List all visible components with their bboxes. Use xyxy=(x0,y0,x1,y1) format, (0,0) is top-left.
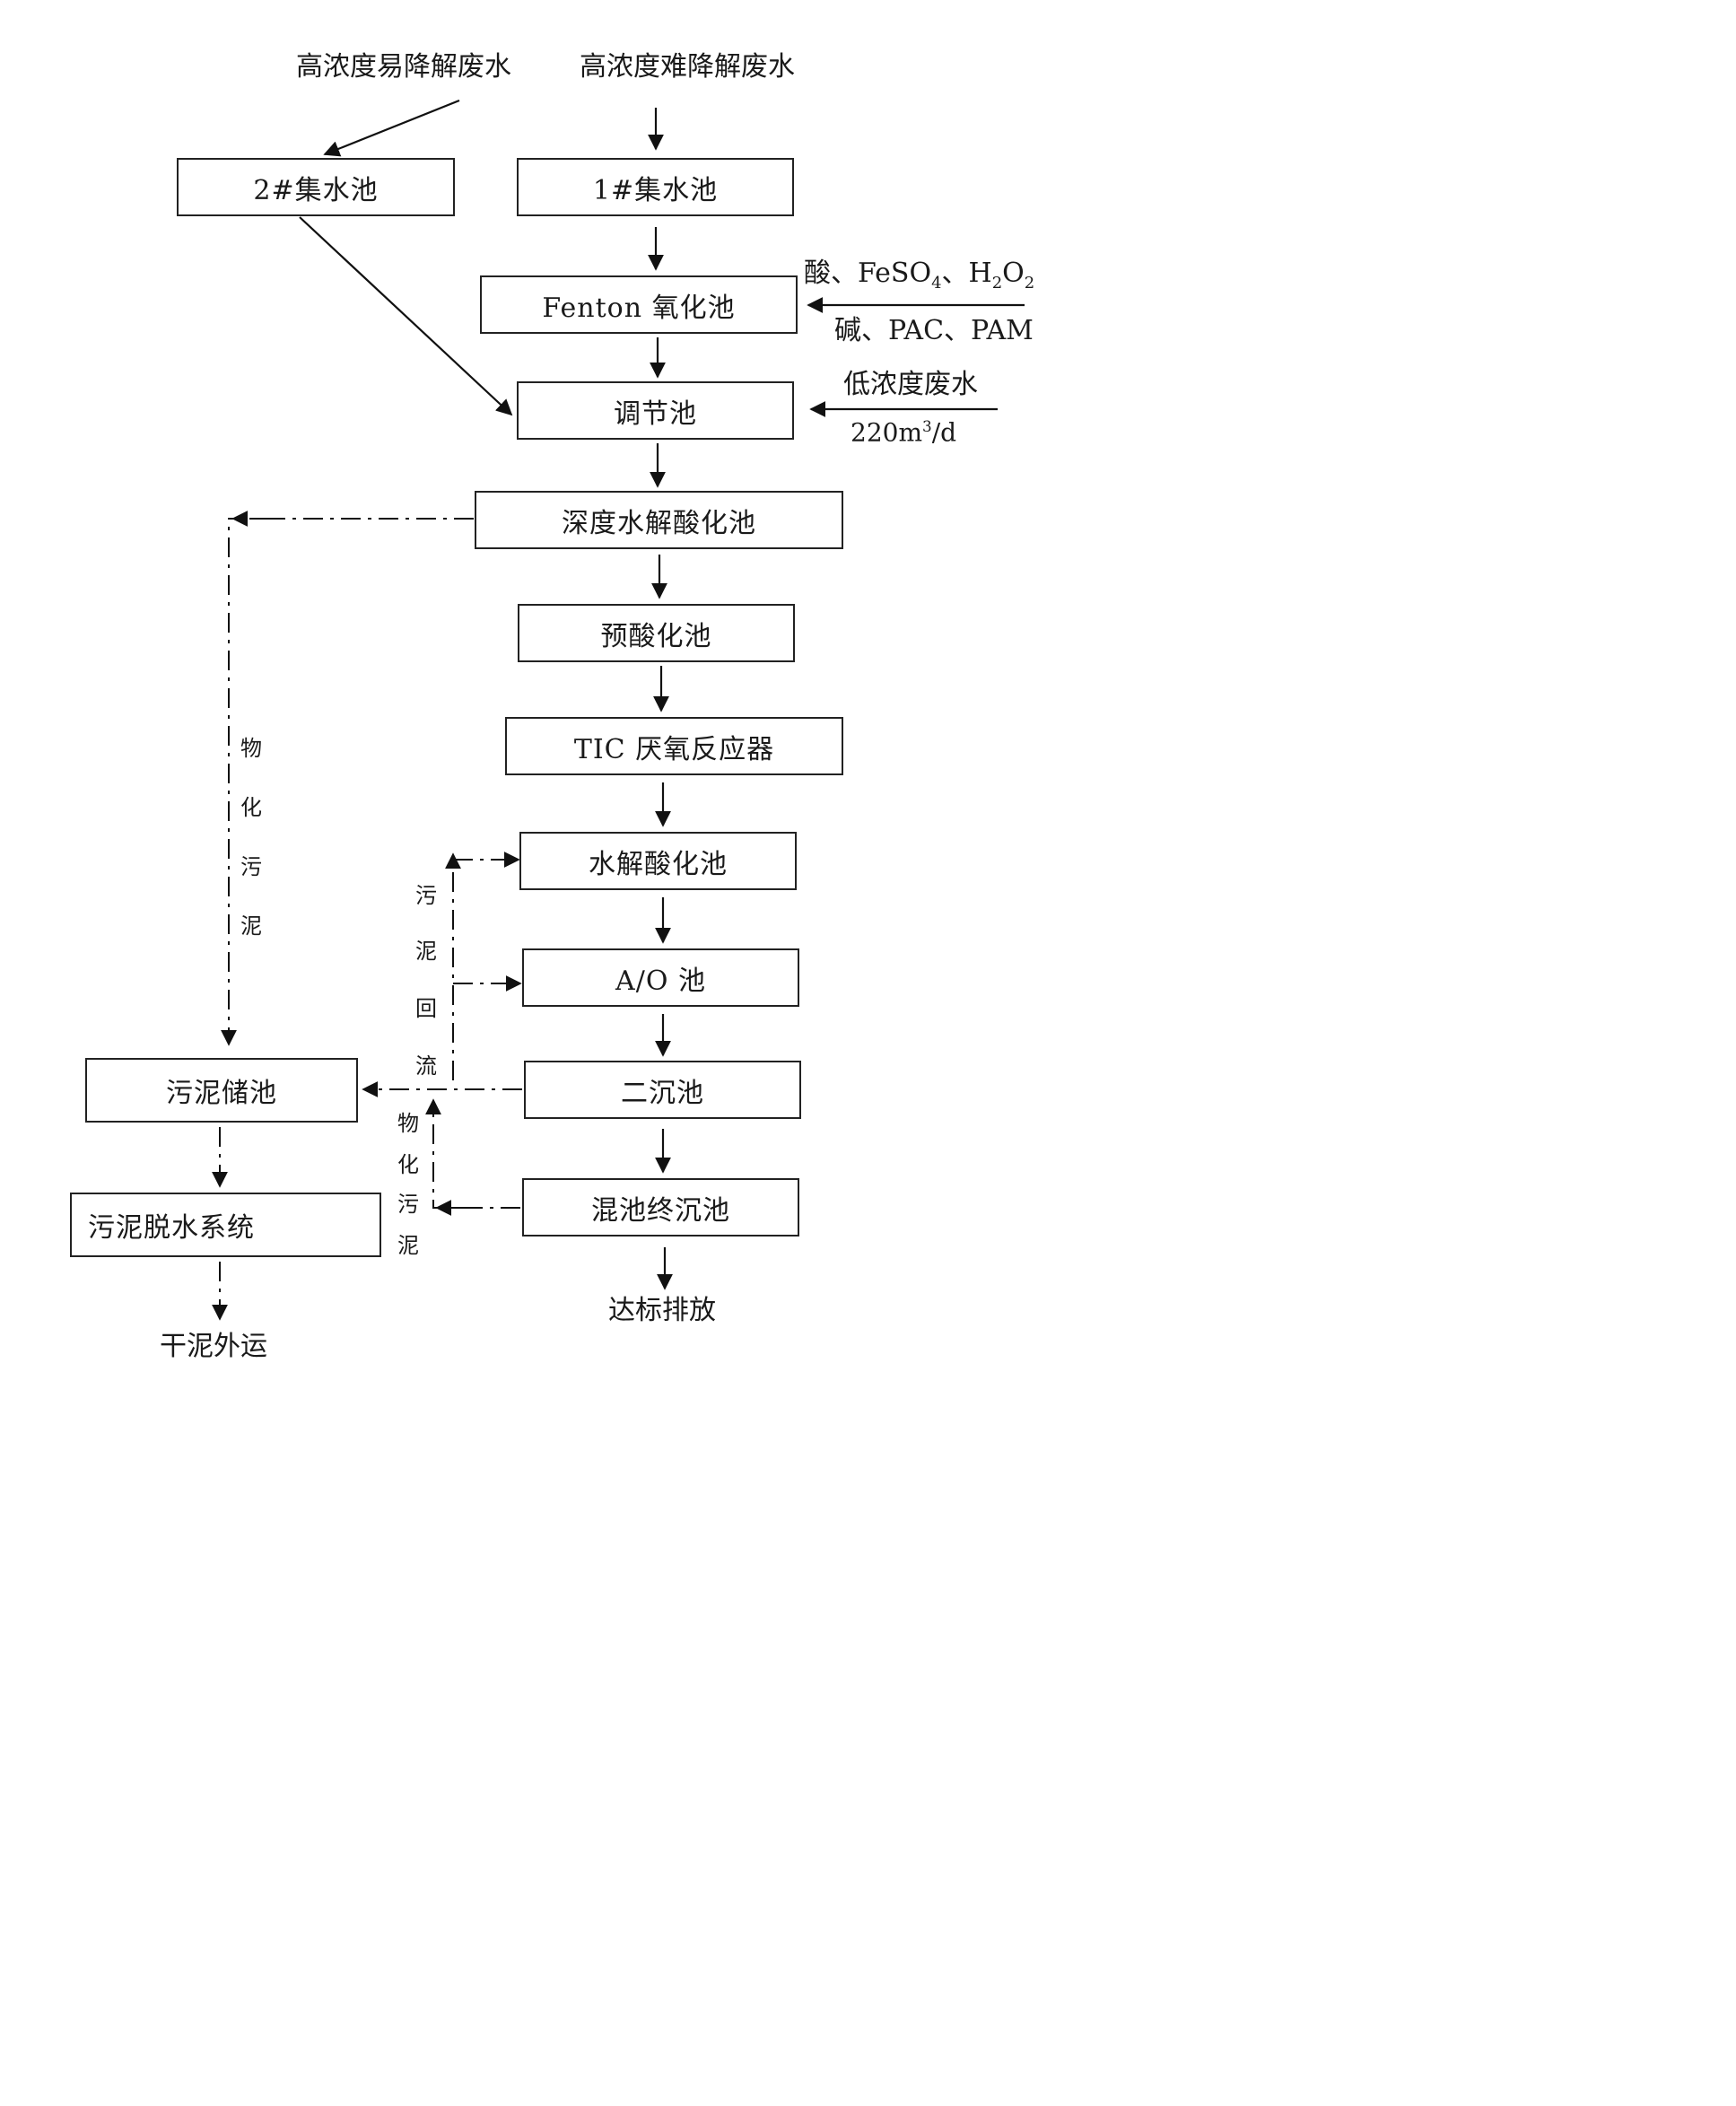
sludge-storage-box: 污泥储池 xyxy=(85,1058,358,1123)
physchem-sludge-mid-char-2: 化 xyxy=(397,1152,419,1177)
tank2-box: 2#集水池 xyxy=(177,158,455,216)
regulating-box: 调节池 xyxy=(517,381,794,440)
deep-hydrolysis-label: 深度水解酸化池 xyxy=(562,507,756,539)
pre-acid-box: 预酸化池 xyxy=(518,604,795,662)
regulating-label: 调节池 xyxy=(614,398,697,430)
sludge-line-deep-to-storage xyxy=(221,518,474,1046)
low-conc-flow-label: 220m3/d xyxy=(851,417,957,448)
fenton-label: Fenton 氧化池 xyxy=(542,292,736,324)
sludge-return-char-2: 泥 xyxy=(415,939,437,964)
deep-hydrolysis-box: 深度水解酸化池 xyxy=(475,491,843,549)
sludge-return-char-4: 流 xyxy=(415,1053,437,1079)
flow-lines xyxy=(212,99,1025,1321)
physchem-sludge-left-char-2: 化 xyxy=(240,795,262,820)
low-conc-wastewater-label: 低浓度废水 xyxy=(843,369,978,400)
physchem-sludge-left-char-4: 泥 xyxy=(240,913,262,939)
tic-label: TIC 厌氧反应器 xyxy=(573,733,775,765)
physchem-sludge-mid-char-3: 污 xyxy=(397,1192,419,1217)
secondary-box: 二沉池 xyxy=(524,1061,801,1119)
fenton-box: Fenton 氧化池 xyxy=(480,275,798,334)
reagents-base-label: 碱、PAC、PAM xyxy=(834,315,1034,346)
discharge-label: 达标排放 xyxy=(608,1295,716,1326)
easy-wastewater-label: 高浓度易降解废水 xyxy=(296,51,511,83)
hard-wastewater-label: 高浓度难降解废水 xyxy=(580,51,795,83)
physchem-sludge-mid-char-4: 泥 xyxy=(397,1233,419,1258)
secondary-label: 二沉池 xyxy=(621,1077,704,1109)
sludge-dewater-label: 污泥脱水系统 xyxy=(88,1212,255,1244)
reagents-acid-label: 酸、FeSO4、H2O2 xyxy=(804,258,1035,293)
sludge-line-final-to-storage xyxy=(425,1098,520,1209)
dry-sludge-label: 干泥外运 xyxy=(160,1331,267,1362)
hydrolysis-box: 水解酸化池 xyxy=(519,832,797,890)
tic-box: TIC 厌氧反应器 xyxy=(505,717,843,775)
sludge-return-char-1: 污 xyxy=(415,883,437,908)
physchem-sludge-left-char-1: 物 xyxy=(240,736,262,761)
arrow-easy-to-tank2 xyxy=(323,99,460,157)
final-settle-box: 混池终沉池 xyxy=(522,1178,799,1237)
physchem-sludge-mid-char-1: 物 xyxy=(397,1111,419,1136)
physchem-sludge-left-char-3: 污 xyxy=(240,854,262,879)
tank1-box: 1#集水池 xyxy=(517,158,794,216)
sludge-return-char-3: 回 xyxy=(415,996,437,1021)
final-settle-label: 混池终沉池 xyxy=(591,1194,730,1227)
tank1-label: 1#集水池 xyxy=(592,174,719,206)
ao-label: A/O 池 xyxy=(615,965,706,997)
tank2-label: 2#集水池 xyxy=(253,174,379,206)
pre-acid-label: 预酸化池 xyxy=(600,620,712,652)
hydrolysis-label: 水解酸化池 xyxy=(589,848,728,880)
sludge-dewater-box: 污泥脱水系统 xyxy=(70,1193,381,1257)
sludge-storage-label: 污泥储池 xyxy=(166,1078,277,1109)
ao-box: A/O 池 xyxy=(522,948,799,1007)
arrow-tank2-to-regulating xyxy=(299,216,513,416)
